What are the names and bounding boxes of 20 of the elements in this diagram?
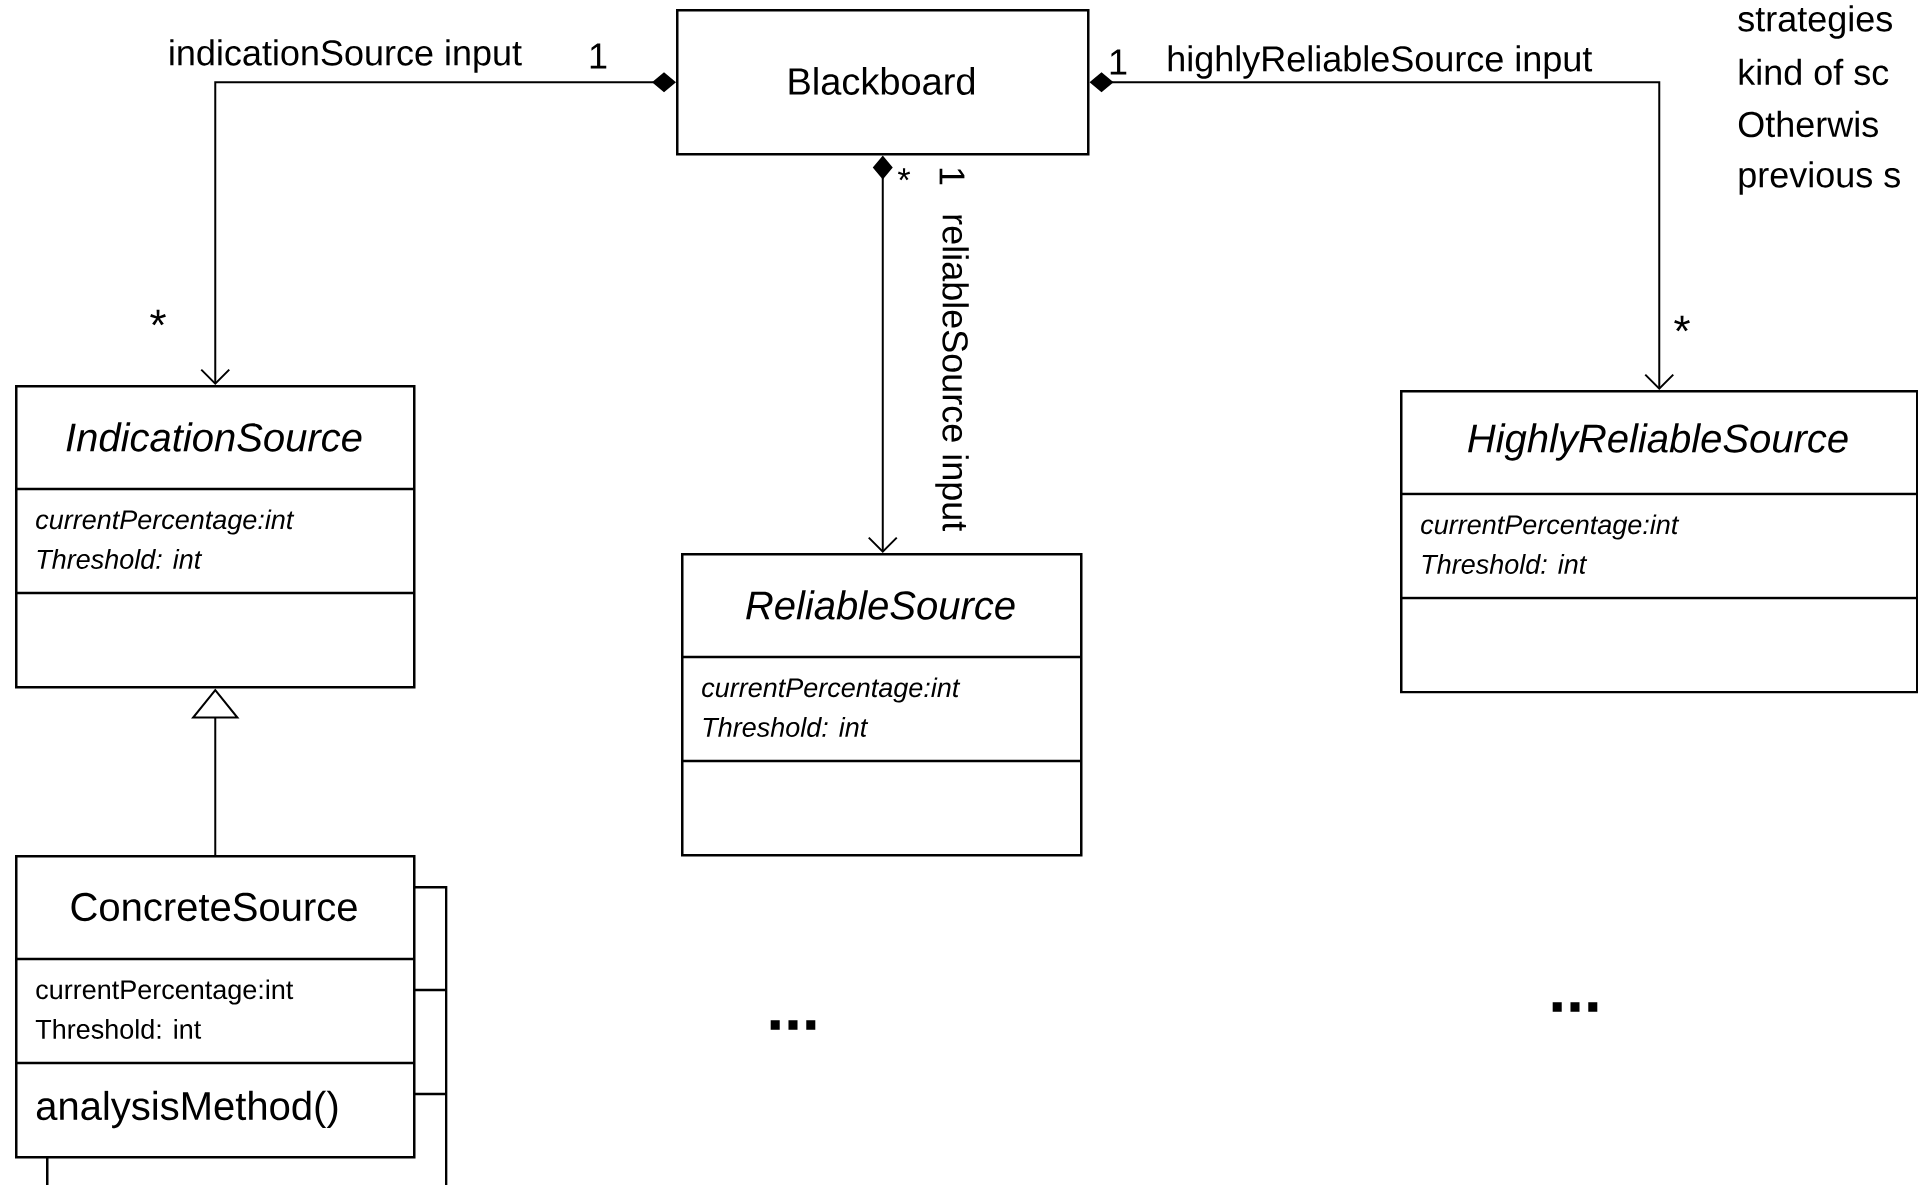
edge-label: reliableSource input bbox=[934, 212, 970, 533]
multiplicity: * bbox=[150, 309, 166, 326]
edge-label: highlyReliableSource input bbox=[1165, 44, 1594, 80]
multiplicity: * bbox=[1674, 315, 1690, 332]
note-text: Otherwis bbox=[1738, 110, 1878, 138]
ellipsis: ... bbox=[770, 1020, 816, 1030]
multiplicity: * bbox=[897, 168, 911, 181]
class-box: Blackboard bbox=[676, 9, 1090, 156]
note-text: kind of sc bbox=[1739, 58, 1889, 86]
ellipsis: ... bbox=[1552, 1002, 1598, 1012]
edge-label: indicationSource input bbox=[166, 38, 524, 74]
note-text: previous s bbox=[1739, 161, 1900, 195]
multiplicity: 1 bbox=[1110, 49, 1127, 75]
arrow bbox=[200, 72, 676, 385]
class-box: HighlyReliableSource currentPercentage:int Threshold: int bbox=[1400, 390, 1918, 694]
note-text: strategies bbox=[1738, 5, 1892, 39]
class-box: ReliableSource currentPercentage:int Threshold: int bbox=[681, 553, 1083, 857]
multiplicity: 1 bbox=[590, 43, 607, 69]
class-box: ConcreteSource currentPercentage:int Threshold: int analysisMethod() bbox=[15, 855, 416, 1159]
class-box: IndicationSource currentPercentage:int Threshold: int bbox=[15, 385, 416, 689]
